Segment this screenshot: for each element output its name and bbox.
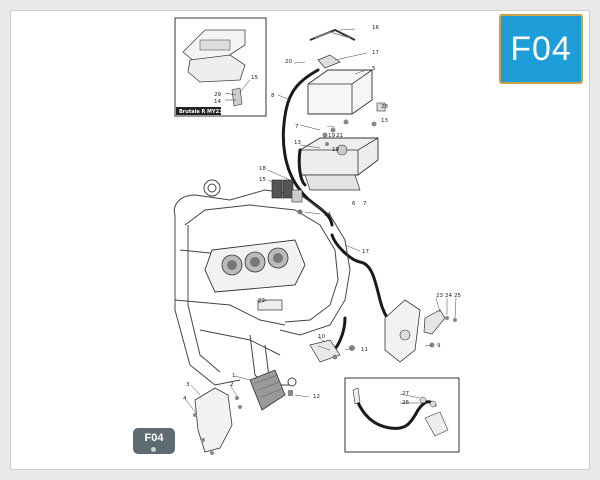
tab-dot-icon <box>151 447 156 452</box>
callout-20: 20 <box>285 59 292 65</box>
callout-7-a: 7 <box>295 124 299 130</box>
callout-19-b: 19 <box>332 147 339 153</box>
section-code-badge: F04 <box>499 14 583 84</box>
callout-15: 15 <box>259 177 266 183</box>
callout-24: 24 <box>445 293 452 299</box>
callout-14: 14 <box>324 212 331 218</box>
callout-10: 10 <box>318 334 325 340</box>
callout-14-inset: 14 <box>214 99 221 105</box>
callout-18: 18 <box>259 166 266 172</box>
callout-22: 22 <box>258 298 265 304</box>
callout-13-a: 13 <box>381 118 388 124</box>
callout-2: 2 <box>230 382 234 388</box>
callout-1: 1 <box>232 373 236 379</box>
callout-26: 26 <box>402 400 409 406</box>
throttle-body <box>204 239 306 311</box>
relays <box>271 179 303 215</box>
callout-28: 28 <box>381 104 388 110</box>
callout-numbers: 16 17 20 5 8 28 13 7 19 21 13 19 6 7 18 … <box>183 25 461 406</box>
callout-19: 19 <box>328 133 335 139</box>
corner-tab[interactable]: F04 <box>133 428 175 454</box>
callout-17-b: 17 <box>362 249 369 255</box>
callout-21: 21 <box>336 133 343 139</box>
callout-6: 6 <box>352 201 356 207</box>
callout-23: 23 <box>436 293 443 299</box>
inset-cable <box>344 377 460 453</box>
diagram-sheet <box>10 10 590 470</box>
callout-17: 17 <box>372 50 379 56</box>
leader-lines <box>185 28 457 414</box>
callout-7-b: 7 <box>363 201 367 207</box>
right-components <box>309 299 457 363</box>
callout-27: 27 <box>402 391 409 397</box>
regulator-assembly <box>193 369 293 455</box>
inset-caption: Brutale R MY23 <box>179 109 223 115</box>
callout-25: 25 <box>454 293 461 299</box>
callout-15-inset: 15 <box>251 75 258 81</box>
corner-tab-label: F04 <box>144 432 164 444</box>
callout-11: 11 <box>361 347 368 353</box>
callout-3: 3 <box>186 382 190 388</box>
callout-8: 8 <box>271 93 275 99</box>
callout-29: 29 <box>214 92 221 98</box>
callout-9: 9 <box>437 343 441 349</box>
callout-16: 16 <box>372 25 379 31</box>
inset-brutale: Brutale R MY23 15 29 14 <box>174 17 267 117</box>
callout-12: 12 <box>313 394 320 400</box>
battery-assembly <box>299 28 386 191</box>
callout-13-b: 13 <box>294 140 301 146</box>
callout-4: 4 <box>183 396 187 402</box>
callout-5: 5 <box>372 66 376 72</box>
